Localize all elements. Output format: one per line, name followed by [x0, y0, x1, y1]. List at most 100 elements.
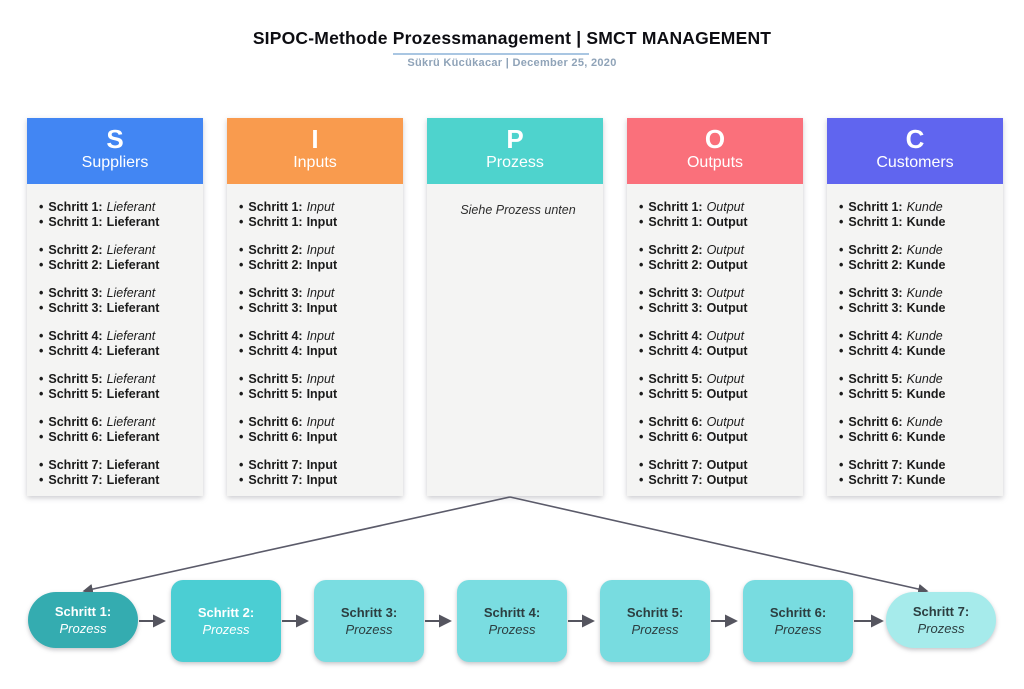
step-label: Schritt 1:	[648, 215, 703, 229]
list-item: •Schritt 3:Input	[239, 286, 397, 301]
process-step-7: Schritt 7:Prozess	[886, 592, 996, 648]
list-item: • Schritt 2:Kunde	[839, 243, 997, 258]
process-step-label: Schritt 5:	[626, 605, 684, 620]
process-step-sublabel: Prozess	[345, 622, 393, 637]
list-item: •Schritt 3:Kunde	[839, 286, 997, 301]
list-item: •Schritt 5:Lieferant	[39, 387, 197, 402]
step-label: Schritt 5:	[648, 372, 703, 386]
bullet-icon: •	[39, 215, 44, 229]
process-step-label: Schritt 4:	[483, 605, 541, 620]
bullet-icon: •	[239, 344, 244, 358]
step-label: Schritt 1:	[648, 200, 703, 214]
bullet-icon: •	[239, 430, 244, 444]
column-letter: P	[506, 124, 524, 154]
step-value: Input	[306, 344, 338, 358]
column-body-customers: •Schritt 1:Kunde•Schritt 1:Kunde•Schritt…	[827, 184, 1003, 496]
bullet-icon: •	[39, 243, 44, 257]
step-value: Output	[706, 329, 745, 343]
process-step-sublabel: Prozess	[917, 621, 965, 636]
bullet-icon: •	[639, 344, 644, 358]
step-group: •Schritt 1:Input•Schritt 1:Input	[239, 200, 397, 230]
step-value: Lieferant	[106, 286, 156, 300]
step-value: Output	[706, 301, 748, 315]
step-label: Schritt 3:	[848, 286, 903, 300]
step-label: Schritt 7:	[648, 458, 703, 472]
step-value: Kunde	[906, 387, 946, 401]
step-label: Schritt 1:	[48, 200, 103, 214]
bullet-icon: •	[839, 372, 844, 386]
bullet-icon: •	[839, 473, 844, 487]
step-value: Lieferant	[106, 344, 160, 358]
step-group: •Schritt 5:Kunde•Schritt 5:Kunde	[839, 372, 997, 402]
bullet-icon: •	[639, 329, 644, 343]
step-value: Input	[306, 301, 338, 315]
list-item: •Schritt 5:Output	[639, 387, 797, 402]
step-label: Schritt 6:	[48, 430, 103, 444]
bullet-icon: •	[639, 286, 644, 300]
bullet-icon: •	[639, 458, 644, 472]
process-step-3: Schritt 3:Prozess	[314, 580, 424, 662]
column-title: Inputs	[293, 154, 337, 171]
bullet-icon: •	[239, 372, 244, 386]
step-value: Input	[306, 372, 335, 386]
step-value: Kunde	[906, 243, 943, 257]
bullet-icon: •	[839, 243, 844, 257]
list-item: •Schritt 6:Input	[239, 415, 397, 430]
step-group: •Schritt 7:Output•Schritt 7:Output	[639, 458, 797, 488]
step-label: Schritt 3:	[648, 286, 703, 300]
list-item: •Schritt 1:Input	[239, 215, 397, 230]
bullet-icon: •	[839, 387, 844, 401]
list-item: •Schritt 6:Input	[239, 430, 397, 445]
step-value: Kunde	[906, 415, 943, 429]
step-label: Schritt 5:	[648, 387, 703, 401]
bullet-icon: •	[839, 329, 844, 343]
process-note: Siehe Prozess unten	[460, 203, 576, 217]
bullet-icon: •	[239, 243, 244, 257]
step-label: Schritt 6:	[848, 430, 903, 444]
list-item: •Schritt 4:Output	[639, 344, 797, 359]
bullet-icon: •	[39, 430, 44, 444]
step-value: Lieferant	[106, 200, 156, 214]
step-value: Input	[306, 329, 335, 343]
step-label: Schritt 2:	[248, 243, 303, 257]
step-label: Schritt 6:	[248, 415, 303, 429]
bullet-icon: •	[239, 258, 244, 272]
step-label: Schritt 1:	[248, 215, 303, 229]
step-label: Schritt 2:	[848, 243, 903, 257]
list-item: •Schritt 5:Output	[639, 372, 797, 387]
column-title: Suppliers	[81, 154, 149, 171]
step-value: Input	[306, 215, 338, 229]
step-group: •Schritt 2:Output•Schritt 2:Output	[639, 243, 797, 273]
bullet-icon: •	[39, 415, 44, 429]
step-value: Kunde	[906, 301, 946, 315]
step-group: •Schritt 3:Output•Schritt 3:Output	[639, 286, 797, 316]
list-item: •Schritt 6:Lieferant	[39, 430, 197, 445]
header: SIPOC-Methode Prozessmanagement | SMCT M…	[0, 28, 1024, 49]
step-label: Schritt 5:	[848, 372, 903, 386]
step-group: •Schritt 6:Output•Schritt 6:Output	[639, 415, 797, 445]
step-label: Schritt 2:	[48, 258, 103, 272]
step-label: Schritt 7:	[848, 458, 903, 472]
bullet-icon: •	[839, 430, 844, 444]
step-value: Lieferant	[106, 243, 156, 257]
list-item: •Schritt 4:Lieferant	[39, 329, 197, 344]
step-label: Schritt 4:	[248, 329, 303, 343]
bullet-icon: •	[239, 387, 244, 401]
step-label: Schritt 4:	[848, 329, 903, 343]
step-label: Schritt 7:	[48, 458, 103, 472]
process-step-label: Schritt 6:	[769, 605, 827, 620]
list-item: •Schritt 2:Output	[639, 258, 797, 273]
step-group: •Schritt 7:Input•Schritt 7:Input	[239, 458, 397, 488]
list-item: •Schritt 5:Kunde	[839, 372, 997, 387]
column-body-inputs: •Schritt 1:Input•Schritt 1:Input•Schritt…	[227, 184, 403, 496]
step-value: Lieferant	[106, 458, 160, 472]
step-value: Input	[306, 458, 338, 472]
bullet-icon: •	[239, 473, 244, 487]
list-item: •Schritt 1:Kunde	[839, 200, 997, 215]
bullet-icon: •	[839, 286, 844, 300]
step-value: Kunde	[906, 215, 946, 229]
column-body-prozess: Siehe Prozess unten	[427, 184, 603, 496]
